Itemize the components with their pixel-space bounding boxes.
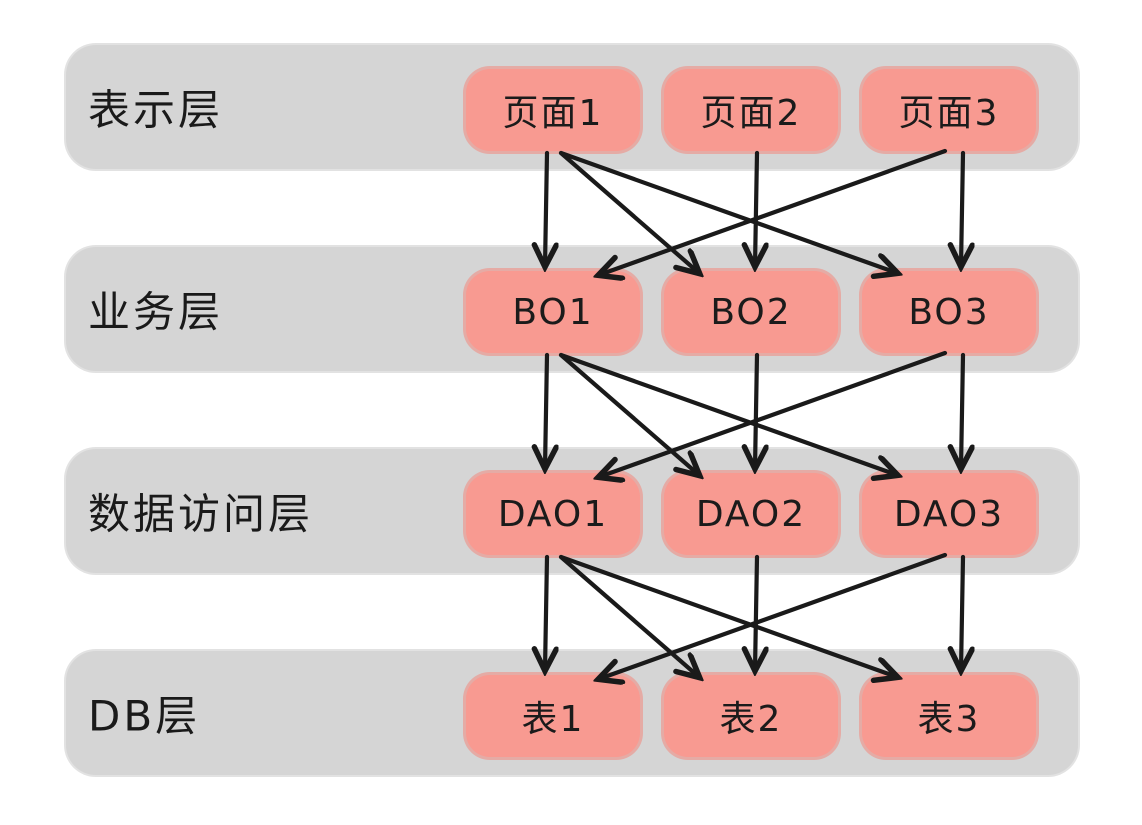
node-bo3: BO3 bbox=[862, 271, 1036, 353]
layer-label-data-access: 数据访问层 bbox=[88, 489, 314, 539]
node-page3: 页面3 bbox=[862, 69, 1036, 151]
layer-band-presentation: 表示层 页面1 页面2 页面3 bbox=[66, 45, 1078, 169]
node-table2: 表2 bbox=[664, 675, 838, 757]
layer-band-db: DB层 表1 表2 表3 bbox=[66, 651, 1078, 775]
node-table1: 表1 bbox=[466, 675, 640, 757]
node-dao3: DAO3 bbox=[862, 473, 1036, 555]
layer-label-business: 业务层 bbox=[88, 287, 224, 337]
layer-label-db: DB层 bbox=[88, 691, 201, 741]
node-table3: 表3 bbox=[862, 675, 1036, 757]
node-page2: 页面2 bbox=[664, 69, 838, 151]
node-bo2: BO2 bbox=[664, 271, 838, 353]
layer-label-presentation: 表示层 bbox=[88, 85, 224, 135]
node-dao1: DAO1 bbox=[466, 473, 640, 555]
layer-band-business: 业务层 BO1 BO2 BO3 bbox=[66, 247, 1078, 371]
node-bo1: BO1 bbox=[466, 271, 640, 353]
layer-band-data-access: 数据访问层 DAO1 DAO2 DAO3 bbox=[66, 449, 1078, 573]
node-dao2: DAO2 bbox=[664, 473, 838, 555]
node-page1: 页面1 bbox=[466, 69, 640, 151]
